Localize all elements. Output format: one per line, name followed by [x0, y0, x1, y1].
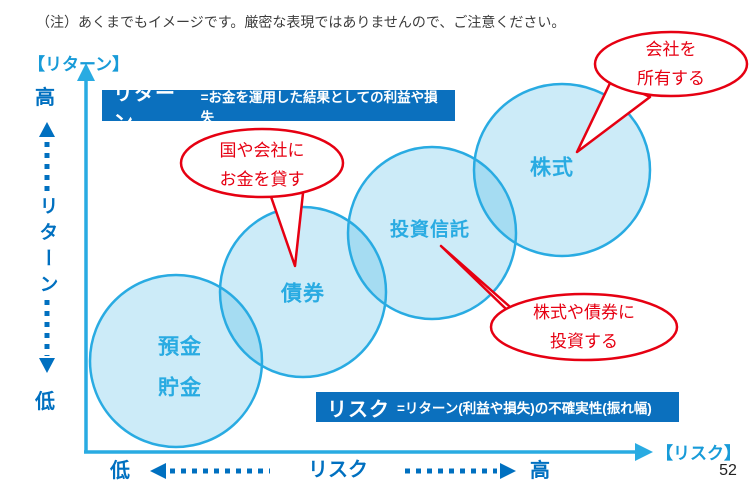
x-axis-low-label: 低: [110, 460, 130, 482]
return-dotted-arrow-up-head: [39, 122, 55, 137]
deposits-label-line2: 貯金: [158, 376, 202, 400]
y-axis-name-label: リターン: [36, 196, 58, 300]
x-axis-high-label: 高: [530, 460, 550, 482]
deposits-circle-shape: [88, 273, 264, 449]
callout-own-company-text: 会社を 所有する: [637, 35, 705, 93]
callout-invest-line1: 株式や債券に: [533, 303, 635, 322]
risk-definition-term: リスク: [327, 398, 390, 421]
return-dotted-arrow-down-head: [39, 358, 55, 373]
risk-dotted-arrow-right-head: [500, 463, 516, 479]
bonds-label: 債券: [281, 282, 325, 306]
return-definition-term: リターン: [113, 82, 176, 134]
callout-lend-money-line1: 国や会社に: [219, 141, 305, 160]
callout-invest-text: 株式や債券に 投資する: [533, 298, 635, 356]
risk-definition-text: =リターン(利益や損失)の不確実性(振れ幅): [397, 401, 652, 416]
x-axis-name-label: リスク: [308, 459, 368, 481]
risk-dotted-arrow-left-head: [150, 463, 166, 479]
disclaimer-note: （注）あくまでもイメージです。厳密な表現ではありませんので、ご注意ください。: [36, 14, 566, 30]
page-number: 52: [719, 462, 737, 479]
investment-trust-label: 投資信託: [389, 219, 471, 241]
y-axis-title: 【リターン】: [28, 55, 130, 74]
callout-own-company-bubble: [593, 30, 749, 98]
callout-invest-line2: 投資する: [550, 332, 618, 351]
callout-lend-money-bubble: [179, 127, 345, 199]
x-axis-title: 【リスク】: [656, 444, 741, 463]
bonds-circle-shape: [218, 205, 388, 379]
callout-lend-money-text: 国や会社に お金を貸す: [220, 136, 305, 194]
callout-invest-bubble: [489, 292, 679, 362]
x-axis-arrowhead: [635, 443, 653, 461]
y-axis-high-label: 高: [35, 87, 55, 109]
callout-lend-money-line2: お金を貸す: [219, 170, 305, 189]
deposits-label-line1: 預金: [158, 335, 202, 359]
return-definition-text: =お金を運用した結果としての利益や損失: [200, 89, 438, 125]
y-axis-arrowhead: [77, 63, 95, 81]
y-axis-low-label: 低: [35, 391, 55, 413]
stocks-label: 株式: [530, 156, 574, 180]
callout-own-company-line1: 会社を: [645, 40, 697, 59]
return-definition-box: リターン =お金を運用した結果としての利益や損失: [102, 83, 455, 134]
risk-definition-box: リスク =リターン(利益や損失)の不確実性(振れ幅): [316, 392, 679, 422]
callout-own-company-line2: 所有する: [637, 69, 705, 88]
